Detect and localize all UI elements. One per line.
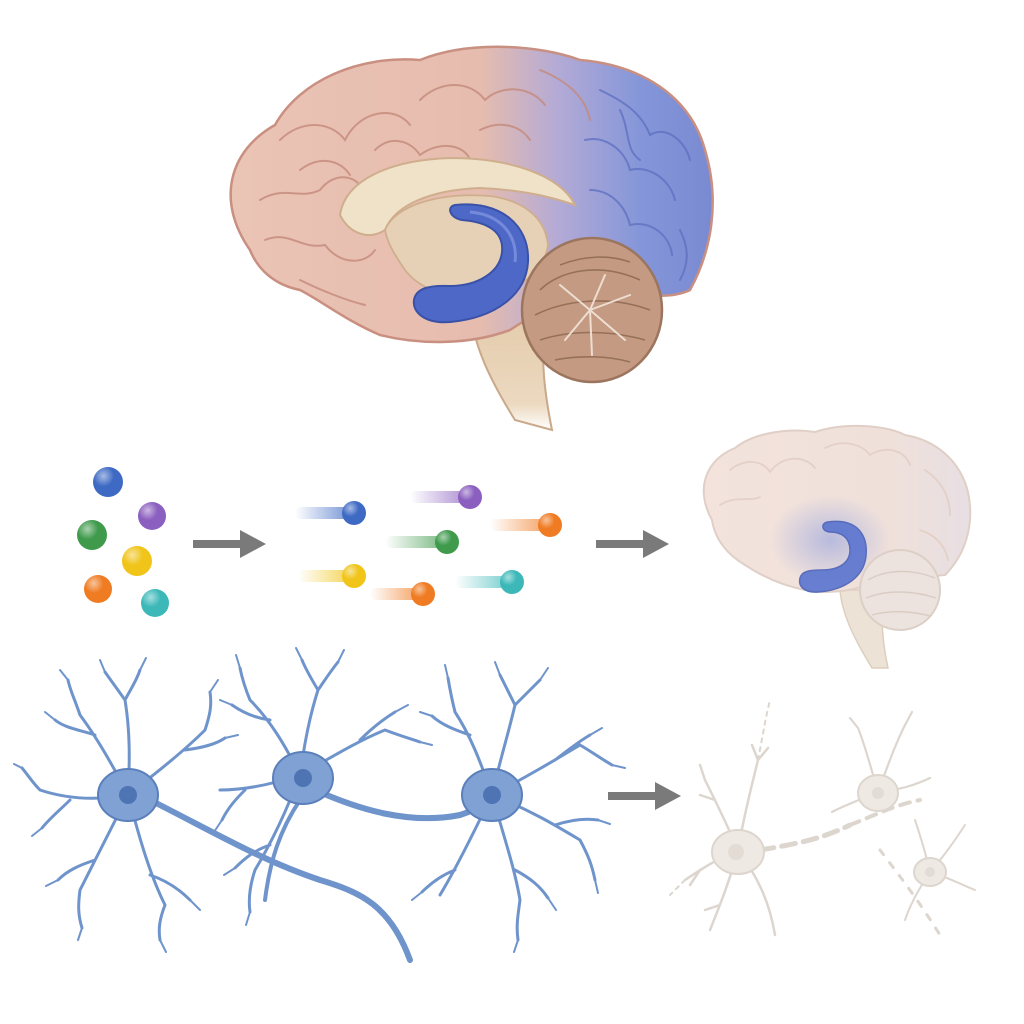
molecule-orange <box>84 575 112 603</box>
arrow-right-icon <box>608 782 681 810</box>
moving-molecule-yellow <box>298 564 366 588</box>
faded-brain <box>702 424 972 669</box>
degenerated-neuron-1 <box>669 699 777 937</box>
arrow-right-icon <box>596 530 669 558</box>
axon <box>147 797 413 963</box>
moving-molecule-orange <box>490 513 562 537</box>
hippocampus-highlighted-brain <box>229 45 714 432</box>
hippocampus <box>412 203 530 324</box>
molecule-green <box>77 520 107 550</box>
molecule-yellow <box>122 546 152 576</box>
dispersing-molecules <box>295 485 562 606</box>
moving-molecule-purple <box>410 485 482 509</box>
molecule-cluster <box>77 467 169 617</box>
molecule-teal <box>141 589 169 617</box>
broken-axon <box>757 822 853 853</box>
degenerated-neurons <box>669 699 976 937</box>
degenerated-neuron-2 <box>830 710 932 814</box>
neuron-1 <box>13 657 239 953</box>
molecule-purple <box>138 502 166 530</box>
moving-molecule-green <box>385 530 459 554</box>
neuron-3 <box>411 661 626 953</box>
moving-molecule-teal <box>455 570 524 594</box>
arrow-right-icon <box>193 530 266 558</box>
faded-hippocampus <box>798 520 867 593</box>
cortex-folds <box>259 69 591 306</box>
cerebellum <box>520 236 664 384</box>
moving-molecule-orange-2 <box>370 582 435 606</box>
molecule-blue <box>93 467 123 497</box>
posterior-folds <box>584 89 691 281</box>
neuron-2 <box>213 647 433 926</box>
connected-neurons <box>13 647 626 963</box>
moving-molecule-blue <box>295 501 366 525</box>
axon <box>263 798 302 902</box>
degenerated-neuron-3 <box>904 819 976 921</box>
